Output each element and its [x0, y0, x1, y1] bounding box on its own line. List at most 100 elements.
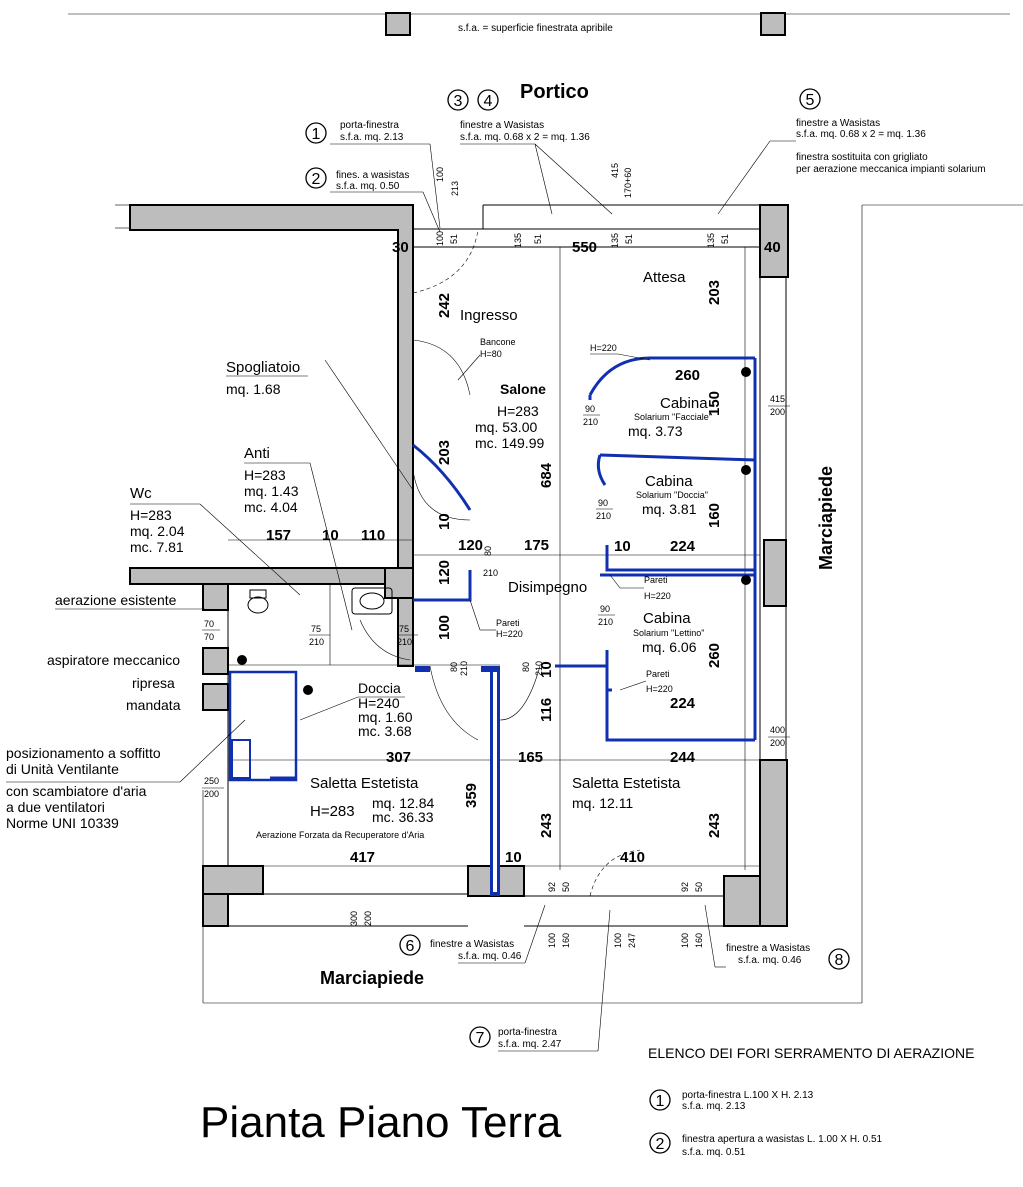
room-doccia-name: Doccia [358, 680, 401, 696]
svg-text:10: 10 [436, 513, 453, 530]
svg-text:100: 100 [435, 167, 445, 182]
svg-text:s.f.a. mq. 0.46: s.f.a. mq. 0.46 [458, 951, 522, 962]
svg-text:210: 210 [397, 637, 412, 647]
svg-text:10: 10 [538, 661, 555, 678]
svg-text:90: 90 [585, 404, 595, 414]
svg-text:210: 210 [309, 637, 324, 647]
room-saletta1-mq: mq. 12.84 [372, 795, 434, 811]
svg-text:247: 247 [627, 933, 637, 948]
svg-text:359: 359 [463, 783, 480, 808]
room-saletta1-mc: mc. 36.33 [372, 809, 434, 825]
svg-text:s.f.a. mq. 0.46: s.f.a. mq. 0.46 [738, 955, 802, 966]
portico-label: Portico [520, 81, 589, 103]
room-cabina1-mq: mq. 3.73 [628, 423, 683, 439]
svg-text:250: 250 [204, 776, 219, 786]
room-saletta1-name: Saletta Estetista [310, 775, 419, 792]
room-salone-name: Salone [500, 381, 546, 397]
pareti-h-4: H=220 [590, 343, 617, 353]
svg-text:200: 200 [363, 911, 373, 926]
svg-text:4: 4 [484, 93, 493, 110]
note-unit-5: Norme UNI 10339 [6, 815, 119, 831]
svg-text:203: 203 [706, 280, 723, 305]
room-wc-mq: mq. 2.04 [130, 523, 185, 539]
window-callout-3-4: 3 4 finestre a Wasistas s.f.a. mq. 0.68 … [447, 89, 613, 215]
svg-text:160: 160 [694, 933, 704, 948]
svg-text:s.f.a. mq. 0.50: s.f.a. mq. 0.50 [336, 181, 400, 192]
room-salone-mc: mc. 149.99 [475, 435, 544, 451]
svg-text:400: 400 [770, 725, 785, 735]
room-anti-name: Anti [244, 445, 270, 462]
note-mandata: mandata [126, 697, 181, 713]
window-callout-5: 5 finestre a Wasistas s.f.a. mq. 0.68 x … [717, 88, 986, 215]
room-salone-mq: mq. 53.00 [475, 419, 537, 435]
svg-text:550: 550 [572, 239, 597, 256]
svg-text:finestra apertura a wasistas: finestra apertura a wasistas L. 1.00 X H… [682, 1134, 883, 1145]
window-callout-1: 1 porta-finestra s.f.a. mq. 2.13 [305, 120, 441, 229]
svg-text:80: 80 [483, 546, 493, 556]
svg-text:165: 165 [518, 749, 543, 766]
svg-text:finestre a Wasistas: finestre a Wasistas [796, 118, 880, 129]
room-wc-name: Wc [130, 485, 152, 502]
small-dimensions: 415 200 400 200 250 200 70 70 75 210 75 … [202, 163, 790, 948]
room-wc-mc: mc. 7.81 [130, 539, 184, 555]
svg-text:135: 135 [610, 233, 620, 248]
svg-text:120: 120 [458, 537, 483, 554]
svg-text:244: 244 [670, 749, 696, 766]
svg-text:porta-finestra L.100 X H. 2.1: porta-finestra L.100 X H. 2.13 [682, 1090, 814, 1101]
svg-text:s.f.a. mq. 2.47: s.f.a. mq. 2.47 [498, 1039, 562, 1050]
svg-text:213: 213 [450, 181, 460, 196]
svg-text:2: 2 [312, 171, 321, 188]
svg-text:92: 92 [547, 882, 557, 892]
svg-text:8: 8 [835, 952, 844, 969]
svg-text:2: 2 [656, 1136, 665, 1153]
svg-text:200: 200 [204, 789, 219, 799]
room-saletta1-h: H=283 [310, 803, 355, 820]
room-disimpegno: Disimpegno [508, 579, 587, 596]
svg-text:210: 210 [534, 661, 544, 676]
note-unit-1: posizionamento a soffitto [6, 745, 161, 761]
svg-text:80: 80 [449, 662, 459, 672]
svg-text:90: 90 [600, 604, 610, 614]
pareti-h-3: H=220 [646, 684, 673, 694]
room-spogliatoio-mq: mq. 1.68 [226, 381, 281, 397]
walls [129, 204, 789, 927]
room-anti-mq: mq. 1.43 [244, 483, 299, 499]
svg-text:50: 50 [561, 882, 571, 892]
svg-text:150: 150 [706, 391, 723, 416]
svg-text:75: 75 [399, 624, 409, 634]
svg-text:260: 260 [706, 643, 723, 668]
svg-text:finestre a Wasistas: finestre a Wasistas [430, 939, 514, 950]
svg-text:70: 70 [204, 619, 214, 629]
svg-text:417: 417 [350, 849, 375, 866]
svg-text:210: 210 [596, 511, 611, 521]
svg-text:210: 210 [583, 417, 598, 427]
svg-text:210: 210 [483, 568, 498, 578]
svg-text:70: 70 [204, 632, 214, 642]
marciapiede-bottom-label: Marciapiede [320, 968, 424, 988]
legend-swatch-right [760, 12, 786, 36]
note-unit-4: a due ventilatori [6, 799, 105, 815]
pareti-label-1: Pareti [496, 618, 520, 628]
svg-text:3: 3 [454, 93, 463, 110]
svg-text:51: 51 [449, 234, 459, 244]
svg-text:50: 50 [694, 882, 704, 892]
svg-text:10: 10 [505, 849, 522, 866]
legend-top: s.f.a. = superficie finestrata apribile [458, 23, 613, 34]
partitions [228, 356, 757, 896]
svg-text:116: 116 [538, 698, 555, 722]
room-saletta2-name: Saletta Estetista [572, 775, 681, 792]
window-callout-6: 6 finestre a Wasistas s.f.a. mq. 0.46 [399, 904, 546, 964]
room-cabina2-mq: mq. 3.81 [642, 501, 697, 517]
svg-text:s.f.a. mq. 2.13: s.f.a. mq. 2.13 [682, 1101, 746, 1112]
svg-text:75: 75 [311, 624, 321, 634]
svg-text:80: 80 [521, 662, 531, 672]
svg-text:135: 135 [706, 233, 716, 248]
svg-text:fines. a wasistas: fines. a wasistas [336, 170, 409, 181]
room-attesa: Attesa [643, 269, 686, 286]
svg-text:200: 200 [770, 738, 785, 748]
svg-text:415: 415 [610, 163, 620, 178]
legend-swatch-left [385, 12, 411, 36]
svg-text:160: 160 [706, 503, 723, 528]
note-aspiratore: aspiratore meccanico [47, 652, 180, 668]
